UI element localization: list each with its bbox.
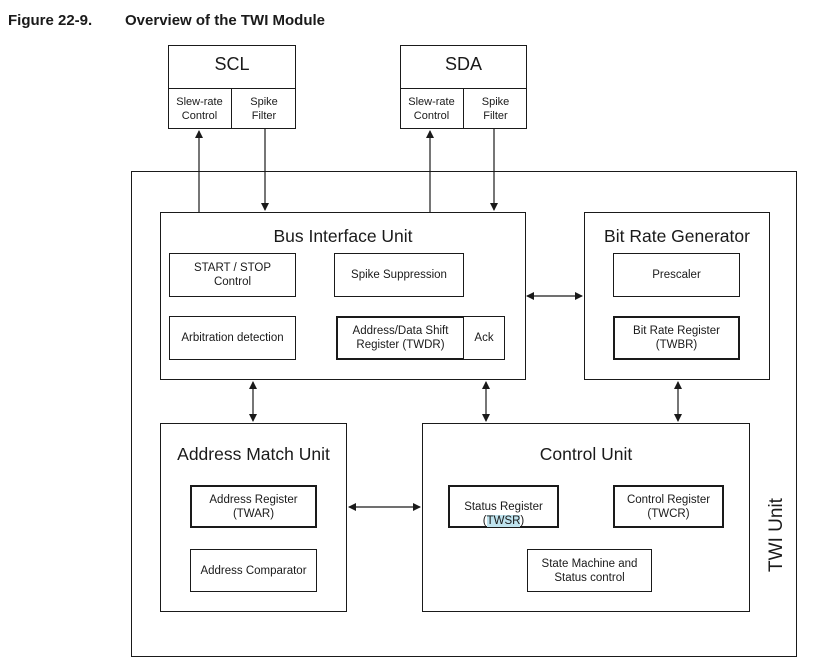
figure-title: Overview of the TWI Module [125,12,326,29]
ack-box: Ack [463,316,505,360]
prescaler: Prescaler [613,253,740,297]
bit-rate-register-twbr: Bit Rate Register (TWBR) [613,316,740,360]
state-machine: State Machine and Status control [527,549,652,592]
control-register-twcr: Control Register (TWCR) [613,485,724,528]
bus-interface-title: Bus Interface Unit [273,226,413,246]
figure-number: Figure 22-9. [8,12,93,29]
control-unit-title: Control Unit [539,444,633,464]
address-register-twar: Address Register (TWAR) [190,485,317,528]
scl-pad: SCL Slew-rate Control Spike Filter [168,45,296,129]
scl-slew-rate-control: Slew-rate Control [168,88,232,129]
figure-caption: Figure 22-9. Overview of the TWI Module [8,12,325,29]
start-stop-control: START / STOP Control [169,253,296,297]
shift-register-twdr: Address/Data Shift Register (TWDR) [336,316,465,360]
twsr-highlight: TWSR [486,514,521,527]
sda-title: SDA [444,54,482,74]
status-register-label: Status Register [464,500,543,513]
twi-unit-label: TWI Unit [766,498,787,572]
scl-spike-filter: Spike Filter [232,88,296,129]
spike-suppression: Spike Suppression [334,253,464,297]
sda-pad: SDA Slew-rate Control Spike Filter [400,45,527,129]
sda-slew-rate-control: Slew-rate Control [400,88,464,129]
twi-unit [131,171,797,657]
arbitration-detection: Arbitration detection [169,316,296,360]
status-register-twsr: Status Register(TWSR) [448,485,559,528]
address-comparator: Address Comparator [190,549,317,592]
scl-title: SCL [214,54,250,74]
bit-rate-title: Bit Rate Generator [604,226,750,246]
address-match-title: Address Match Unit [177,444,330,464]
sda-spike-filter: Spike Filter [464,88,527,129]
